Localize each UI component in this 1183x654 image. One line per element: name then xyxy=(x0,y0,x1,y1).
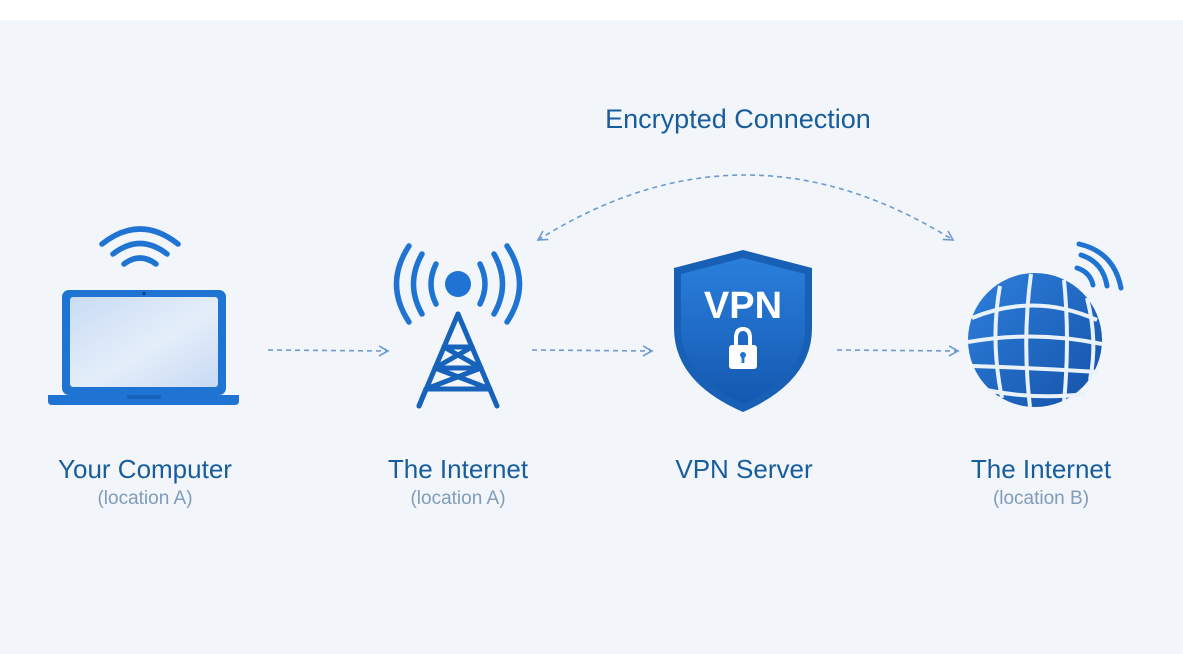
arrow-vpn-to-internet-b xyxy=(836,345,960,357)
node-label-internet-b: The Internet (location B) xyxy=(911,454,1171,514)
node-location: (location A) xyxy=(410,488,506,509)
top-strip xyxy=(0,0,1183,20)
node-label-vpn-server: VPN Server xyxy=(614,454,874,484)
laptop-icon xyxy=(48,226,239,405)
vpn-badge-text: VPN xyxy=(704,285,782,327)
radio-tower-icon xyxy=(393,243,523,409)
arrow-computer-to-internet-a xyxy=(267,345,390,357)
node-label-internet-a: The Internet (location A) xyxy=(328,454,588,514)
node-name: VPN Server xyxy=(675,454,813,484)
encrypted-connection-title: Encrypted Connection xyxy=(605,104,871,134)
node-label-your-computer: Your Computer (location A) xyxy=(15,454,275,514)
node-location: (location B) xyxy=(992,488,1090,509)
vpn-shield-icon: VPN xyxy=(674,250,812,412)
node-location: (location A) xyxy=(97,488,193,509)
node-name: Your Computer xyxy=(58,454,232,484)
node-name: The Internet xyxy=(387,454,529,484)
lock-icon xyxy=(729,326,757,369)
encrypted-connection-arrow xyxy=(536,174,955,241)
node-name: The Internet xyxy=(970,454,1112,484)
globe-icon xyxy=(967,241,1124,408)
arrow-internet-a-to-vpn xyxy=(531,345,654,357)
